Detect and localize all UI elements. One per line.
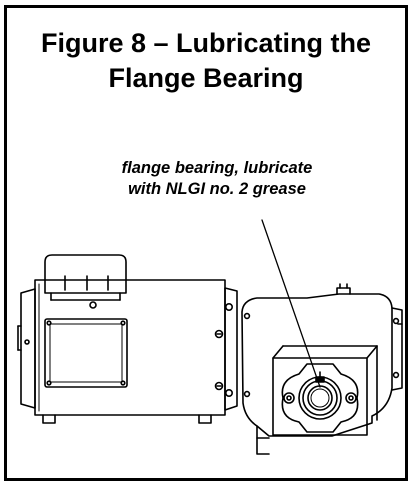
flange-bearing-housing — [281, 363, 359, 433]
gearbox-housing — [241, 293, 393, 437]
flange-bearing-bolt-left — [283, 392, 295, 404]
callout-line-1: flange bearing, lubricate — [121, 159, 313, 177]
figure-title: Figure 8 – Lubricating the Flange Bearin… — [7, 26, 405, 96]
motor-body — [34, 279, 226, 416]
motor-bolt-icon — [214, 329, 224, 339]
callout-line-2: with NLGI no. 2 grease — [128, 180, 306, 198]
motor-nameplate — [44, 318, 128, 388]
terminal-box-lid — [44, 254, 127, 294]
motor-foot — [42, 414, 56, 424]
callout-label: flange bearing, lubricate with NLGI no. … — [67, 158, 367, 200]
gearbox — [241, 283, 403, 455]
figure-title-line-1: Figure 8 – Lubricating the — [40, 28, 372, 58]
flange-bearing-collar — [298, 376, 342, 420]
gearmotor-drawing — [17, 219, 403, 455]
callout-leader-line — [261, 219, 321, 388]
motor — [17, 279, 238, 424]
flange-bearing — [281, 363, 359, 433]
terminal-box — [44, 254, 127, 309]
gearbox-front-face — [272, 357, 368, 436]
figure-frame: Figure 8 – Lubricating the Flange Bearin… — [4, 5, 408, 481]
gearbox-output-flange — [391, 307, 403, 391]
grease-fitting-icon — [315, 371, 325, 383]
flange-bearing-bolt-right — [345, 392, 357, 404]
flange-bearing-bore — [307, 385, 333, 411]
motor-rear-endcap — [20, 288, 36, 409]
figure-title-line-2: Flange Bearing — [108, 63, 304, 93]
motor-front-flange — [224, 287, 238, 411]
